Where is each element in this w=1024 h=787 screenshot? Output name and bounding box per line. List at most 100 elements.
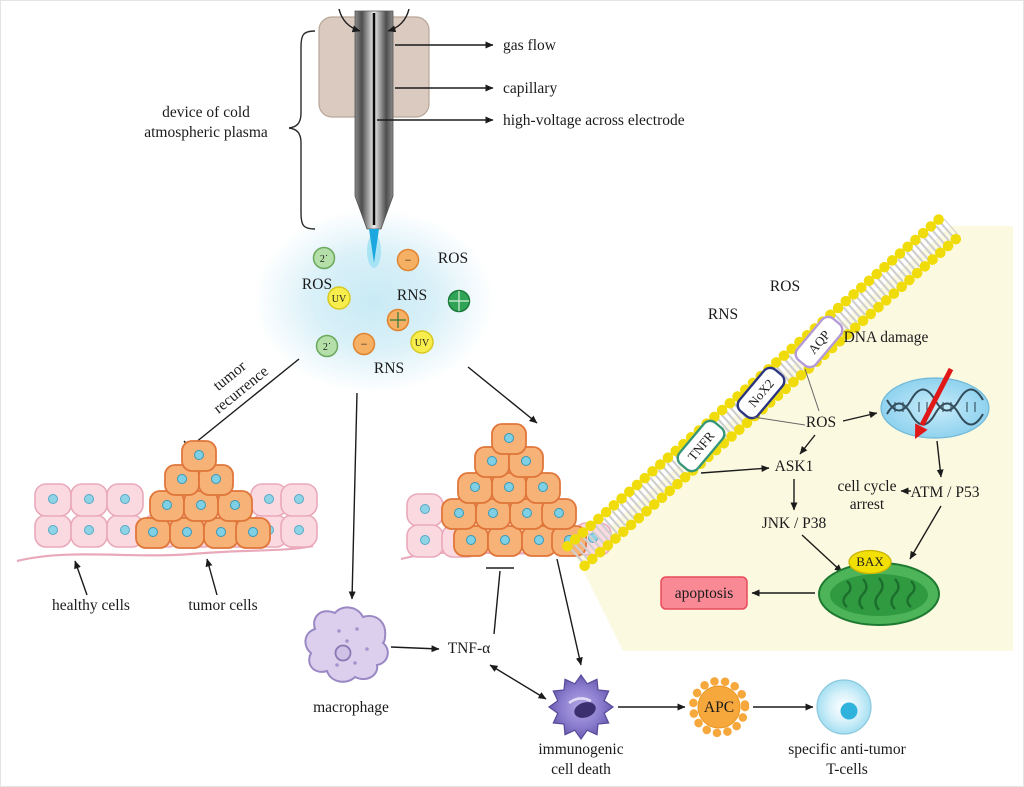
arrow-macrophage-to-tnf bbox=[390, 645, 440, 653]
label-icd-line1: immunogenic bbox=[538, 741, 623, 758]
arrow-ros-to-ask1 bbox=[799, 434, 816, 455]
healthy-cell bbox=[406, 493, 444, 527]
tumor-cell bbox=[521, 525, 557, 557]
healthy-cell bbox=[280, 483, 318, 517]
arrow-dna-to-atm bbox=[936, 440, 944, 478]
arrow-to-tumor-cells bbox=[205, 558, 218, 596]
mitochondrion-cristae bbox=[842, 577, 916, 611]
macrophage-cell bbox=[304, 606, 389, 683]
healthy-cell bbox=[280, 514, 318, 548]
uv-icon bbox=[327, 286, 351, 310]
plume-species: 2˙ − UV 2˙ − UV ROS ROS RNS RNS bbox=[302, 246, 471, 377]
plasma-jet bbox=[369, 229, 379, 263]
label-tumor-cells: tumor cells bbox=[188, 597, 257, 614]
tumor-cell bbox=[235, 517, 271, 549]
label-tnf-alpha: TNF-α bbox=[448, 640, 491, 657]
label-ros-outside: ROS bbox=[770, 278, 800, 295]
tumor-cell bbox=[453, 525, 489, 557]
arrow-ros-to-dna bbox=[842, 411, 878, 422]
label-rns-plume-mid: RNS bbox=[397, 287, 427, 304]
apc-fluff bbox=[688, 676, 750, 738]
singlet-label: 2˙ bbox=[323, 342, 331, 353]
tumor-cell bbox=[487, 525, 523, 557]
label-bax: BAX bbox=[856, 554, 884, 569]
macrophage-granules bbox=[335, 627, 369, 667]
tnf-inhibits-tumor bbox=[486, 567, 514, 635]
healthy-cell bbox=[70, 514, 108, 548]
label-healthy-cells: healthy cells bbox=[52, 597, 130, 614]
healthy-cell bbox=[34, 514, 72, 548]
nucleus-dna-oval bbox=[880, 367, 990, 439]
cluster-untreated: healthy cells tumor cells bbox=[16, 440, 318, 614]
label-cell-cycle-line2: arrest bbox=[850, 496, 885, 513]
label-device-line1: device of cold bbox=[162, 104, 250, 121]
device-brace bbox=[288, 30, 316, 230]
cytoplasm-region bbox=[576, 226, 1013, 651]
label-atm-p53: ATM / P53 bbox=[911, 484, 980, 501]
anion-label: − bbox=[361, 337, 368, 351]
t-cell-nucleus bbox=[840, 702, 858, 720]
gas-inlet-arrow-right bbox=[387, 8, 410, 33]
tnfr-channel: TNFR bbox=[676, 419, 726, 473]
singlet-label: 2˙ bbox=[320, 254, 328, 265]
uv-icon bbox=[410, 330, 434, 354]
anion-icon bbox=[396, 248, 420, 272]
radical-sphere-green-icon bbox=[447, 289, 471, 313]
label-device-line2: atmospheric plasma bbox=[144, 124, 268, 141]
arrow-plume-to-tumor bbox=[467, 366, 538, 424]
arrow-tnfr-to-ask1 bbox=[700, 465, 770, 474]
gas-inlet-arrow-left bbox=[338, 8, 361, 33]
apc-cell: APC bbox=[688, 676, 750, 738]
singlet-oxygen-icon bbox=[315, 334, 339, 358]
tumor-cell bbox=[491, 423, 527, 455]
healthy-cell bbox=[106, 483, 144, 517]
label-cell-cycle-line1: cell cycle bbox=[838, 478, 897, 495]
label-high-voltage: high-voltage across electrode bbox=[503, 112, 685, 129]
cation-sphere-icon bbox=[386, 308, 410, 332]
bax-badge bbox=[848, 549, 892, 575]
uv-label: UV bbox=[332, 294, 347, 305]
singlet-oxygen-icon bbox=[312, 246, 336, 270]
label-ros-inside: ROS bbox=[806, 414, 836, 431]
label-macrophage: macrophage bbox=[313, 699, 389, 716]
label-ros-plume-left: ROS bbox=[302, 276, 332, 293]
immunogenic-cell-death-cell bbox=[547, 673, 615, 741]
bracket-nox2-to-ros bbox=[752, 416, 806, 426]
arrow-tumor-to-icd bbox=[556, 558, 583, 666]
label-tcell-line2: T-cells bbox=[826, 761, 868, 778]
arrow-to-healthy-cells bbox=[74, 560, 88, 596]
label-tcell-line1: specific anti-tumor bbox=[788, 741, 906, 758]
arrow-atm-to-mitochondrion bbox=[909, 505, 942, 560]
membrane-lipid-tails bbox=[569, 218, 958, 564]
healthy-cell bbox=[34, 483, 72, 517]
mitochondrion bbox=[818, 562, 940, 626]
uv-label: UV bbox=[415, 338, 430, 349]
label-rns-plume-bottom: RNS bbox=[374, 360, 404, 377]
healthy-cell bbox=[406, 524, 444, 558]
t-cell bbox=[816, 679, 872, 735]
label-capillary: capillary bbox=[503, 80, 557, 97]
membrane-heads-inner bbox=[579, 230, 965, 572]
tumor-recurrence-inhibitor: tumor recurrence bbox=[183, 357, 300, 456]
arrow-plume-to-macrophage bbox=[348, 392, 358, 600]
label-apoptosis: apoptosis bbox=[675, 585, 734, 602]
label-ros-plume-right: ROS bbox=[438, 250, 468, 267]
dna-damage-bolt bbox=[915, 367, 954, 439]
anion-label: − bbox=[405, 253, 412, 267]
anion-icon bbox=[352, 332, 376, 356]
label-ask1: ASK1 bbox=[775, 458, 814, 475]
tumor-cell bbox=[181, 440, 217, 472]
label-apc: APC bbox=[704, 699, 734, 716]
apoptosis-box bbox=[660, 576, 748, 610]
label-gas-flow: gas flow bbox=[503, 37, 557, 54]
arrow-tnf-icd-bidirectional bbox=[489, 664, 547, 700]
icd-highlight bbox=[568, 697, 592, 705]
label-jnk-p38: JNK / P38 bbox=[762, 515, 827, 532]
bracket-aqp-to-ros bbox=[804, 368, 820, 412]
label-dna-damage: DNA damage bbox=[844, 329, 929, 346]
tumor-cell bbox=[169, 517, 205, 549]
tissue-line-left bbox=[16, 544, 314, 563]
healthy-cell bbox=[70, 483, 108, 517]
